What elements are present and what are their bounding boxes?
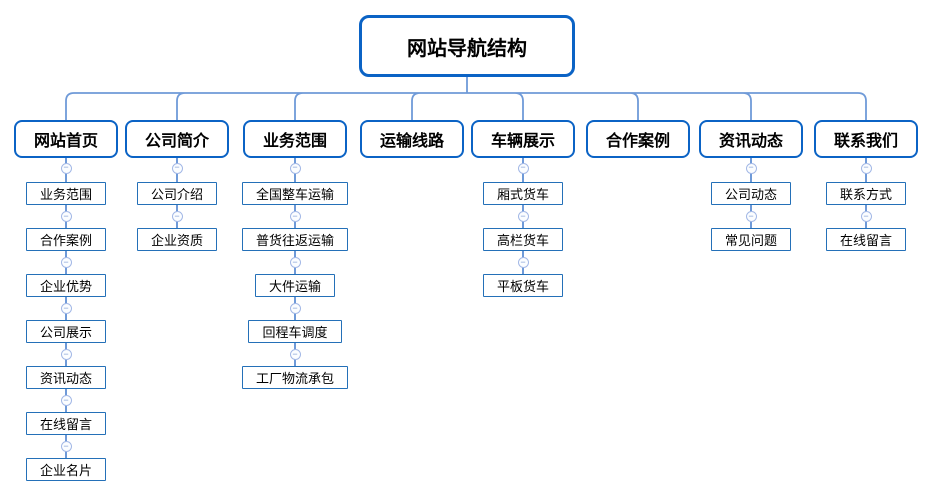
minus-glyph: −	[748, 162, 754, 172]
child-topic[interactable]: 常见问题	[711, 228, 791, 251]
minus-glyph: −	[63, 348, 69, 359]
collapse-minus-icon[interactable]: −	[860, 210, 872, 222]
child-topic[interactable]: 高栏货车	[483, 228, 563, 251]
child-topic[interactable]: 大件运输	[255, 274, 335, 297]
collapse-minus-icon[interactable]: −	[289, 302, 301, 314]
minus-glyph: −	[63, 302, 69, 313]
minus-glyph: −	[292, 256, 298, 267]
collapse-minus-icon[interactable]: −	[60, 302, 72, 314]
minus-glyph: −	[63, 440, 69, 451]
collapse-minus-icon[interactable]: −	[60, 256, 72, 268]
minus-glyph: −	[520, 210, 526, 221]
child-topic[interactable]: 在线留言	[826, 228, 906, 251]
minus-glyph: −	[520, 162, 526, 172]
minus-glyph: −	[520, 256, 526, 267]
minus-glyph: −	[174, 210, 180, 221]
minus-glyph: −	[174, 162, 180, 172]
minus-glyph: −	[63, 210, 69, 221]
collapse-minus-icon[interactable]: −	[517, 210, 529, 222]
minus-glyph: −	[292, 348, 298, 359]
minus-glyph: −	[863, 162, 869, 172]
root-topic[interactable]: 网站导航结构	[359, 15, 575, 77]
collapse-minus-icon[interactable]: −	[289, 210, 301, 222]
minus-glyph: −	[63, 256, 69, 267]
branch-transport-routes[interactable]: 运输线路	[360, 120, 464, 158]
child-topic[interactable]: 在线留言	[26, 412, 106, 435]
collapse-minus-icon[interactable]: −	[289, 348, 301, 360]
branch-news[interactable]: 资讯动态	[699, 120, 803, 158]
collapse-minus-icon[interactable]: −	[289, 162, 301, 174]
child-topic[interactable]: 公司动态	[711, 182, 791, 205]
collapse-minus-icon[interactable]: −	[517, 162, 529, 174]
root-branch-connectors	[65, 77, 867, 120]
child-topic[interactable]: 工厂物流承包	[242, 366, 348, 389]
branch-site-home[interactable]: 网站首页	[14, 120, 118, 158]
collapse-minus-icon[interactable]: −	[60, 394, 72, 406]
child-topic[interactable]: 全国整车运输	[242, 182, 348, 205]
collapse-minus-icon[interactable]: −	[60, 210, 72, 222]
child-topic[interactable]: 企业名片	[26, 458, 106, 481]
collapse-minus-icon[interactable]: −	[171, 162, 183, 174]
child-topic[interactable]: 公司展示	[26, 320, 106, 343]
child-topic[interactable]: 公司介绍	[137, 182, 217, 205]
child-topic[interactable]: 业务范围	[26, 182, 106, 205]
child-topic[interactable]: 平板货车	[483, 274, 563, 297]
collapse-minus-icon[interactable]: −	[517, 256, 529, 268]
child-topic[interactable]: 资讯动态	[26, 366, 106, 389]
minus-glyph: −	[63, 162, 69, 172]
child-topic[interactable]: 回程车调度	[248, 320, 342, 343]
collapse-minus-icon[interactable]: −	[60, 348, 72, 360]
minus-glyph: −	[863, 210, 869, 221]
collapse-minus-icon[interactable]: −	[60, 162, 72, 174]
branch-business-scope[interactable]: 业务范围	[243, 120, 347, 158]
branch-cooperation-cases[interactable]: 合作案例	[586, 120, 690, 158]
minus-glyph: −	[748, 210, 754, 221]
collapse-minus-icon[interactable]: −	[289, 256, 301, 268]
minus-glyph: −	[292, 162, 298, 172]
minus-glyph: −	[292, 302, 298, 313]
child-topic[interactable]: 厢式货车	[483, 182, 563, 205]
minus-glyph: −	[292, 210, 298, 221]
collapse-minus-icon[interactable]: −	[171, 210, 183, 222]
collapse-minus-icon[interactable]: −	[60, 440, 72, 452]
child-topic[interactable]: 企业优势	[26, 274, 106, 297]
child-topic[interactable]: 联系方式	[826, 182, 906, 205]
child-topic[interactable]: 企业资质	[137, 228, 217, 251]
collapse-minus-icon[interactable]: −	[745, 162, 757, 174]
child-topic[interactable]: 普货往返运输	[242, 228, 348, 251]
collapse-minus-icon[interactable]: −	[745, 210, 757, 222]
collapse-minus-icon[interactable]: −	[860, 162, 872, 174]
branch-company-profile[interactable]: 公司简介	[125, 120, 229, 158]
child-topic[interactable]: 合作案例	[26, 228, 106, 251]
branch-vehicle-display[interactable]: 车辆展示	[471, 120, 575, 158]
branch-contact-us[interactable]: 联系我们	[814, 120, 918, 158]
minus-glyph: −	[63, 394, 69, 405]
